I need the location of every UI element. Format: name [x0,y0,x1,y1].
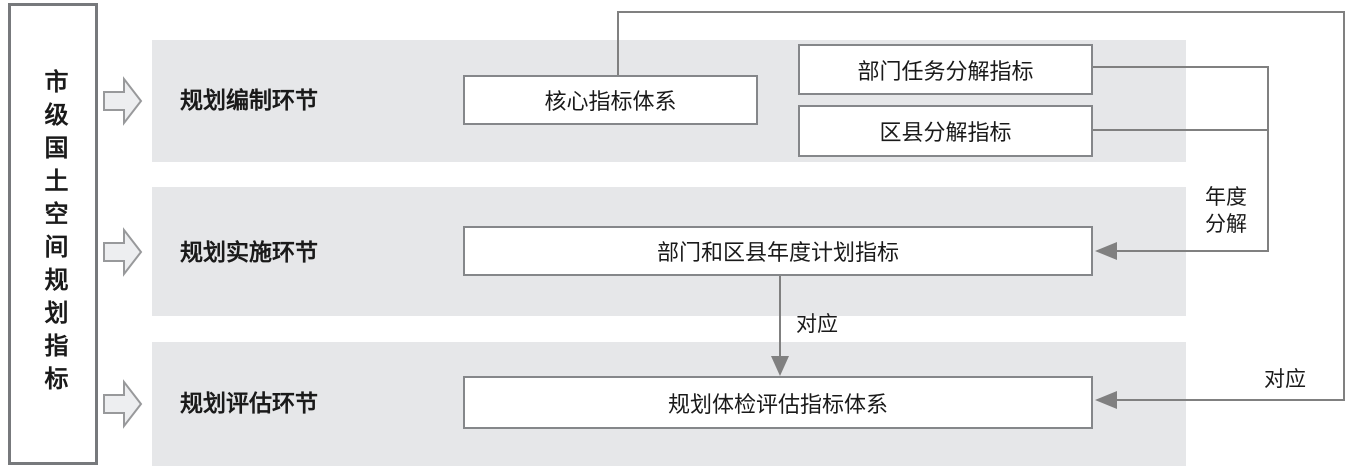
arrowhead-left-icon [1095,242,1117,260]
diagram-title: 市级国土空间规划指标 [40,69,67,399]
arrowhead-down-icon [771,356,789,376]
connector-right-to-evaluation [1114,399,1345,401]
edge-label-annual-decomposition: 年度分解 [1205,186,1247,236]
connector-county-out [1093,129,1269,131]
node-label: 部门和区县年度计划指标 [656,240,899,265]
stage-arrow-icon [102,379,144,429]
node-evaluation-indicator-system: 规划体检评估指标体系 [463,376,1093,429]
edge-label-correspondence-right: 对应 [1264,368,1306,391]
stage-arrow-icon [102,227,144,277]
connector-decompose-vertical [1267,66,1269,252]
node-district-county-indicators: 区县分解指标 [798,105,1093,157]
node-dept-task-indicators: 部门任务分解指标 [798,44,1093,95]
node-label: 区县分解指标 [879,120,1012,145]
stage-label-compile: 规划编制环节 [180,87,318,113]
node-annual-plan-indicators: 部门和区县年度计划指标 [463,226,1093,276]
connector-core-up [617,11,619,75]
stage-label-implement: 规划实施环节 [180,239,318,265]
connector-dept-out [1093,66,1269,68]
node-core-indicator-system: 核心指标体系 [463,75,758,125]
stage-label-evaluate: 规划评估环节 [180,390,318,416]
stage-arrow-icon [102,76,144,126]
arrowhead-left-icon [1095,391,1117,409]
node-label: 规划体检评估指标体系 [667,391,888,417]
title-box: 市级国土空间规划指标 [8,3,98,465]
connector-annual-to-evaluation [779,276,781,358]
node-label: 部门任务分解指标 [857,58,1034,84]
connector-top-horizontal [617,11,1345,13]
edge-label-correspondence-mid: 对应 [796,313,838,336]
node-label: 核心指标体系 [544,89,677,114]
connector-decompose-to-annual [1114,250,1269,252]
connector-right-vertical [1343,11,1345,400]
